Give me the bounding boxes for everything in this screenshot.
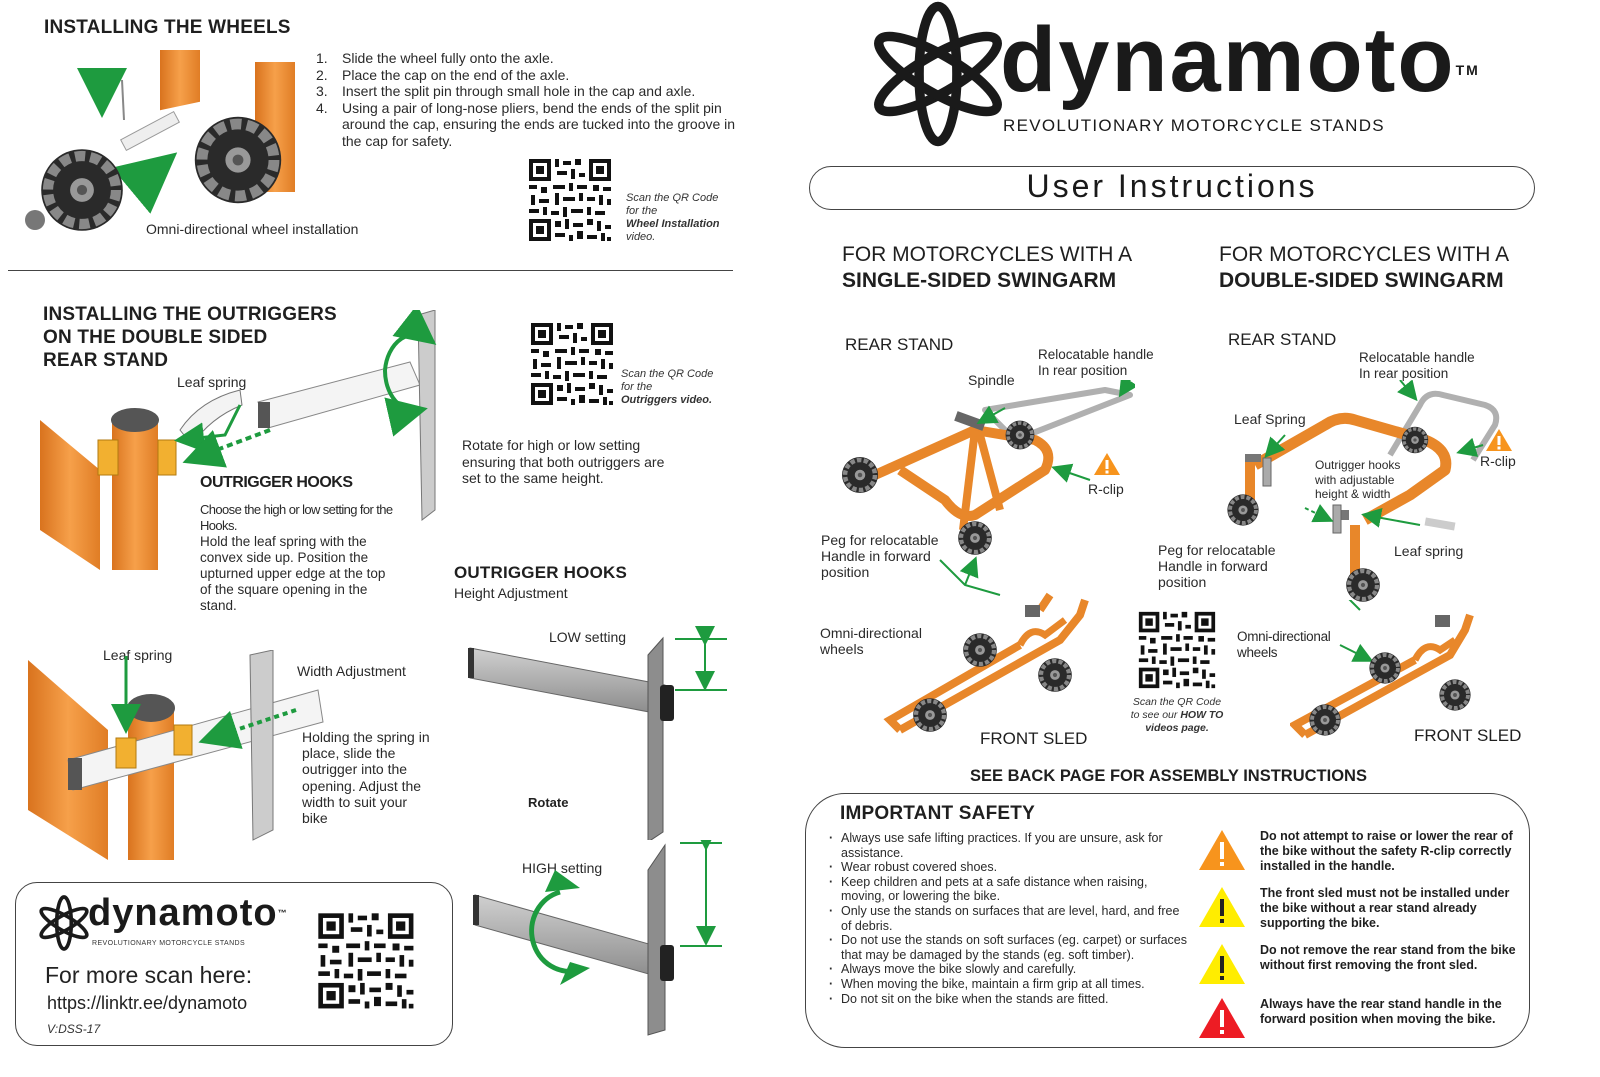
footer-card [15,882,453,1046]
single-front-sled-illustration [883,556,1089,750]
double-rear-stand-label: REAR STAND [1228,330,1337,349]
single-rclip-label: R-clip [1088,481,1124,497]
double-rear-stand-illustration [1225,380,1500,610]
double-sided-heading: FOR MOTORCYCLES WITH A DOUBLE-SIDED SWIN… [1219,243,1510,292]
footer-scan-text: For more scan here: [45,962,253,988]
height-adjustment-subtitle: Height Adjustment [454,585,568,601]
wheels-section-title: INSTALLING THE WHEELS [44,17,291,38]
safety-bullet: Do not use the stands on soft surfaces (… [827,933,1187,962]
double-front-sled-label: FRONT SLED [1414,726,1522,745]
step-item: 4.Using a pair of long-nose pliers, bend… [316,99,736,149]
outriggers-qr-caption: Scan the QR Code for the Outriggers vide… [621,368,714,406]
single-rear-stand-label: REAR STAND [845,335,954,354]
footer-url-link[interactable]: https://linktr.ee/dynamoto [47,993,248,1013]
outriggers-qr-code[interactable] [529,321,615,407]
low-setting-illustration [468,626,727,840]
red-warning-icon [1199,998,1245,1038]
see-back-page-notice: SEE BACK PAGE FOR ASSEMBLY INSTRUCTIONS [970,767,1367,785]
yellow-warning-icon [1199,887,1245,927]
dynamoto-logo-atom-icon [868,0,1008,148]
title-banner [809,166,1535,210]
footer-qr-code[interactable] [316,911,416,1011]
safety-bullet-list: Always use safe lifting practices. If yo… [827,831,1187,1006]
orange-warning-icon [1199,830,1245,870]
brand-wordmark: dynamotoTM [1000,9,1480,111]
single-sided-heading: FOR MOTORCYCLES WITH A SINGLE-SIDED SWIN… [842,243,1133,292]
safety-bullet: Always use safe lifting practices. If yo… [827,831,1187,860]
step-item: 2.Place the cap on the end of the axle. [316,66,570,83]
double-handle-label: Relocatable handle In rear position [1359,350,1475,381]
outrigger-installation-illustration [40,310,437,570]
safety-bullet: When moving the bike, maintain a firm gr… [827,977,1187,992]
single-rclip-warning-icon [1094,453,1120,475]
single-front-sled-label: FRONT SLED [980,729,1088,748]
single-peg-label: Peg for relocatable Handle in forward po… [821,532,939,580]
safety-title: IMPORTANT SAFETY [840,803,1035,824]
rotate-note: Rotate for high or low setting ensuring … [462,437,665,486]
warning-item-front-sled: The front sled must not be installed und… [1198,886,1518,931]
warning-item-handle-forward: Always have the rear stand handle in the… [1198,997,1518,1039]
single-wheels-label: Omni-directional wheels [820,625,922,657]
high-setting-illustration [473,840,722,1036]
safety-warnings: Do not attempt to raise or lower the rea… [1198,829,1518,1051]
brand-tagline: REVOLUTIONARY MOTORCYCLE STANDS [1003,116,1385,135]
footer-brand: dynamoto™ [88,892,288,934]
document-title: User Instructions [1026,168,1318,204]
high-setting-label: HIGH setting [522,860,603,876]
safety-bullet: Keep children and pets at a safe distanc… [827,875,1187,904]
double-rclip-warning-icon [1486,429,1512,451]
version-label: V:DSS-17 [47,1022,101,1036]
single-handle-label: Relocatable handle In rear position [1038,347,1154,378]
safety-bullet: Wear robust covered shoes. [827,860,1187,875]
double-wheels-label: Omni-directional wheels [1237,629,1331,660]
spindle-label: Spindle [968,372,1015,388]
safety-bullet: Always move the bike slowly and carefull… [827,962,1187,977]
outriggers-section-title: INSTALLING THE OUTRIGGERS ON THE DOUBLE … [43,304,337,371]
step-item: 1.Slide the wheel fully onto the axle. [316,50,554,66]
double-peg-label: Peg for relocatable Handle in forward po… [1158,542,1276,590]
width-adjustment-label: Width Adjustment [297,663,406,679]
width-adjustment-illustration [28,650,324,860]
double-leaf-spring-top-label: Leaf Spring [1234,411,1306,427]
section-divider [8,270,733,271]
step-item: 3.Insert the split pin through small hol… [316,83,696,99]
outrigger-hooks-title: OUTRIGGER HOOKS [200,474,353,491]
wheel-installation-qr-code[interactable] [527,157,613,243]
warning-item-rear-stand-removal: Do not remove the rear stand from the bi… [1198,943,1518,985]
double-leaf-spring-bottom-label: Leaf spring [1394,543,1464,559]
width-adjustment-text: Holding the spring in place, slide the o… [302,729,430,827]
wheel-qr-caption: Scan the QR Code for the Wheel Installat… [626,192,720,243]
wheel-installation-caption: Omni-directional wheel installation [146,221,359,237]
outrigger-hooks-text: Choose the high or low setting for the H… [200,502,393,613]
low-setting-label: LOW setting [549,629,627,645]
wheel-installation-illustration [25,50,295,245]
leaf-spring-label-2: Leaf spring [103,647,173,663]
how-to-videos-qr-code[interactable] [1137,610,1217,690]
safety-bullet: Do not sit on the bike when the stands a… [827,992,1187,1007]
double-hooks-label: Outrigger hooks with adjustable height &… [1315,458,1401,501]
rotate-label: Rotate [528,795,569,810]
warning-item-rclip: Do not attempt to raise or lower the rea… [1198,829,1518,874]
wheel-installation-steps: 1.Slide the wheel fully onto the axle. 2… [316,50,736,149]
yellow-warning-icon [1199,944,1245,984]
safety-bullet: Only use the stands on surfaces that are… [827,904,1187,933]
dynamoto-logo-small-atom-icon [36,895,92,951]
how-to-qr-caption: Scan the QR Code to see our HOW TO video… [1130,696,1224,734]
safety-panel [805,793,1530,1048]
double-front-sled-illustration [1290,600,1474,739]
footer-tagline: REVOLUTIONARY MOTORCYCLE STANDS [92,940,246,947]
double-rclip-label: R-clip [1480,453,1516,469]
height-adjustment-title: OUTRIGGER HOOKS [454,563,628,582]
leaf-spring-label: Leaf spring [177,374,247,390]
single-rear-stand-illustration [835,380,1135,560]
